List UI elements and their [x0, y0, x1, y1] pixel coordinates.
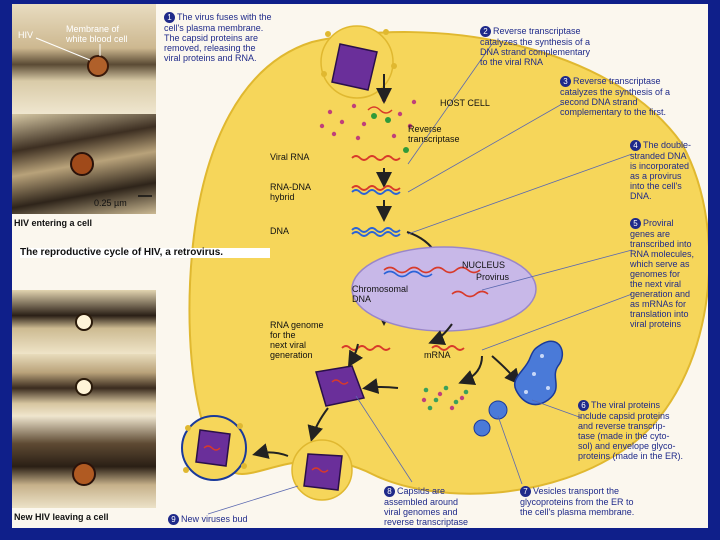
hiv-particle-photo — [72, 462, 96, 486]
dna-strand-2 — [351, 231, 401, 237]
rna-genome-label: RNA genome for the next viral generation — [270, 320, 324, 360]
step-text: New viruses bud — [181, 514, 248, 524]
step-number: 1 — [164, 12, 175, 23]
leaving-caption: New HIV leaving a cell — [14, 512, 109, 522]
endoplasmic-reticulum — [513, 340, 563, 406]
entering-caption: HIV entering a cell — [14, 218, 93, 228]
step-number: 7 — [520, 486, 531, 497]
provirus-dna — [383, 270, 433, 278]
dna-label: DNA — [270, 226, 290, 236]
step-number: 5 — [630, 218, 641, 229]
reverse-transcriptase-label: Reverse transcriptase — [408, 124, 460, 144]
viral-rna-strand — [351, 155, 401, 161]
viral-rna-label: Viral RNA — [270, 152, 310, 162]
step-number: 6 — [578, 400, 589, 411]
viral-proteins — [423, 385, 469, 411]
textbook-page: HIV Membrane of white blood cell 0.25 µm… — [12, 4, 708, 528]
entering-virus-capsid — [331, 43, 378, 91]
hiv-particle-photo — [75, 313, 93, 331]
mrna-strand — [431, 345, 465, 351]
provirus-label: Provirus — [476, 272, 510, 282]
step-number: 9 — [168, 514, 179, 525]
step-text: The viral proteins include capsid protei… — [578, 400, 684, 461]
step-number: 4 — [630, 140, 641, 151]
transport-vesicle — [488, 400, 508, 420]
hiv-particle-photo — [75, 378, 93, 396]
host-cell-label: HOST CELL — [440, 98, 490, 108]
rna-genome-strand — [341, 345, 391, 351]
dna-strand-1 — [351, 227, 401, 233]
step-number: 2 — [480, 26, 491, 37]
step-text: The virus fuses with the cell's plasma m… — [164, 12, 272, 63]
membrane-label: Membrane of white blood cell — [66, 24, 128, 44]
hiv-particle-photo — [70, 152, 94, 176]
step-number: 8 — [384, 486, 395, 497]
step-number: 3 — [560, 76, 571, 87]
released-viral-proteins — [319, 97, 417, 141]
chromosomal-dna — [383, 266, 481, 274]
figure-title: The reproductive cycle of HIV, a retrovi… — [20, 248, 270, 258]
nucleus-label: NUCLEUS — [462, 260, 506, 270]
transport-vesicle — [473, 419, 491, 437]
assembling-capsid — [315, 365, 366, 407]
hiv-cycle-diagram — [35, 25, 708, 515]
step-text: Reverse transcriptase catalyzes the synt… — [480, 26, 591, 67]
hybrid-dna-strand — [351, 189, 401, 195]
step-text: Vesicles transport the glycoproteins fro… — [520, 486, 635, 517]
hybrid-rna-strand — [351, 185, 401, 191]
scale-bar-label: 0.25 µm — [94, 198, 127, 208]
step-text: Proviral genes are transcribed into RNA … — [630, 218, 695, 329]
hiv-particle-photo — [87, 55, 109, 77]
em-photo-1 — [12, 4, 156, 114]
hiv-label: HIV — [18, 30, 34, 40]
mrna-label: mRNA — [424, 350, 451, 360]
chromosomal-dna-label: Chromosomal DNA — [352, 284, 409, 304]
rna-dna-hybrid-label: RNA-DNA hybrid — [270, 182, 312, 202]
step-text: The double- stranded DNA is incorporated… — [630, 140, 692, 201]
step-text: Reverse transcriptase catalyzes the synt… — [560, 76, 671, 117]
step-text: Capsids are assembled around viral genom… — [384, 486, 469, 527]
